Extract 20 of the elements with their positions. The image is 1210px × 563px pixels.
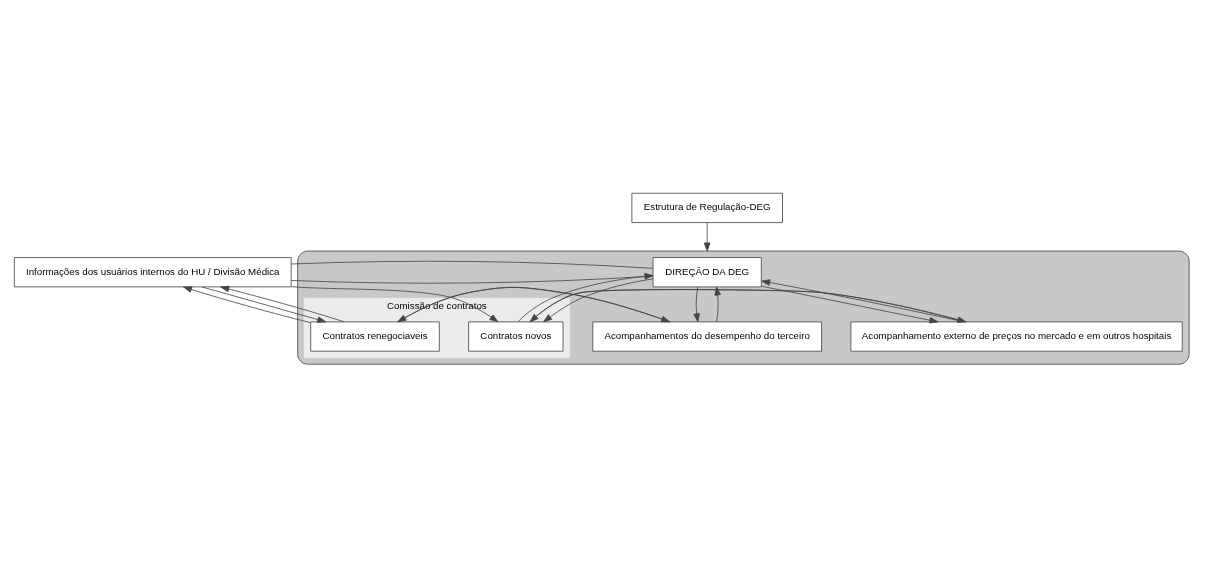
- arrow: [693, 286, 700, 322]
- arrow: [183, 285, 312, 323]
- node-box: Estrutura de Regulação-DEG: [631, 192, 783, 223]
- node-box: Informações dos usuários internos do HU / Divisão Médica: [13, 256, 292, 287]
- arrow: [220, 285, 345, 322]
- arrow: [291, 285, 499, 322]
- connector: [290, 260, 654, 269]
- cluster: [297, 250, 1190, 365]
- arrow: [201, 286, 327, 323]
- node-box: Acompanhamentos do desempenho do terceiro: [592, 321, 822, 352]
- node-box: Contratos renegociaveis: [310, 321, 440, 352]
- connector: [290, 275, 654, 284]
- node-box: Contratos novos: [468, 321, 564, 352]
- arrow: [714, 286, 721, 322]
- arrow: [703, 221, 711, 251]
- node-box: DIREÇÃO DA DEG: [652, 256, 762, 287]
- node-box: Acompanhamento externo de preços no mercado e em outros hospitais: [850, 321, 1183, 352]
- arrow: [517, 272, 654, 322]
- arrow: [543, 277, 654, 322]
- arrow: [760, 285, 939, 323]
